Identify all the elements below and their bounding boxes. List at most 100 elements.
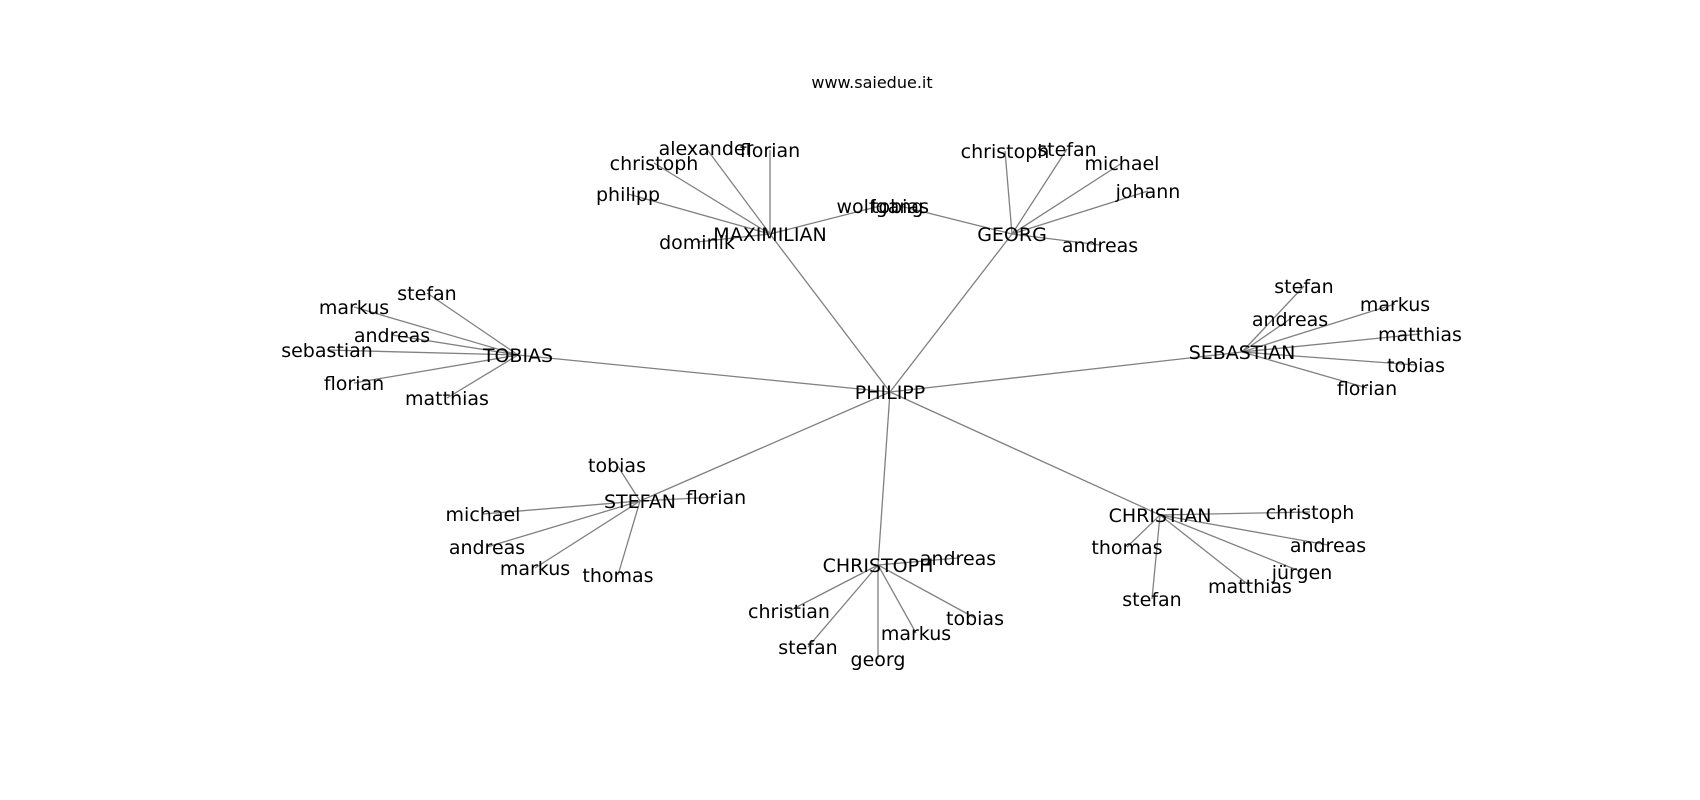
- edge-christian-to-matthias: [1159, 514, 1251, 587]
- leaf-node-label: dominik: [659, 232, 735, 254]
- leaf-node-label: andreas: [354, 325, 430, 347]
- edge-sebastian-to-stefan: [1241, 285, 1305, 353]
- edge-tobias-to-sebastian: [326, 349, 519, 356]
- edge-georg-to-tobias: [899, 205, 1013, 235]
- leaf-node-label: markus: [881, 623, 951, 645]
- edge-georg-to-christoph: [1004, 150, 1013, 235]
- labels-layer: PHILIPPMAXIMILIANflorianalexanderchristo…: [281, 138, 1462, 671]
- leaf-node-label: tobias: [871, 196, 929, 218]
- leaf-node-label: markus: [500, 558, 570, 580]
- leaf-node-label: michael: [446, 504, 521, 526]
- edge-maximilian-to-wolfgang: [769, 205, 881, 235]
- graph-title: www.saiedue.it: [811, 73, 932, 92]
- hub-node-label-maximilian: MAXIMILIAN: [713, 224, 826, 246]
- edge-tobias-to-florian: [353, 354, 519, 384]
- leaf-node-label: tobias: [588, 455, 646, 477]
- leaf-node-label: georg: [851, 649, 906, 671]
- leaf-node-label: florian: [686, 487, 746, 509]
- leaf-node-label: tobias: [1387, 355, 1445, 377]
- edge-stefan-to-tobias: [616, 464, 641, 502]
- hub-node-label-georg: GEORG: [977, 224, 1047, 246]
- edge-georg-to-michael: [1011, 162, 1123, 235]
- edge-root-to-tobias: [517, 354, 891, 393]
- edge-stefan-to-florian: [639, 496, 717, 502]
- leaf-node-label: markus: [1360, 294, 1430, 316]
- edge-maximilian-to-alexander: [705, 147, 771, 235]
- leaf-node-label: christoph: [1266, 502, 1355, 524]
- edge-sebastian-to-tobias: [1241, 351, 1417, 366]
- edge-maximilian-to-christoph: [653, 162, 771, 235]
- leaf-node-label: markus: [319, 297, 389, 319]
- leaf-node-label: thomas: [582, 565, 653, 587]
- hub-node-label-christoph: CHRISTOPH: [823, 555, 934, 577]
- edge-tobias-to-markus: [353, 306, 519, 356]
- edge-stefan-to-andreas: [486, 500, 641, 548]
- leaf-node-label: andreas: [1290, 535, 1366, 557]
- leaf-node-label: matthias: [405, 388, 489, 410]
- leaf-node-label: christoph: [961, 141, 1050, 163]
- leaf-node-label: philipp: [596, 184, 660, 206]
- edge-sebastian-to-andreas: [1241, 318, 1291, 353]
- leaf-node-label: andreas: [1252, 309, 1328, 331]
- leaf-node-label: florian: [1337, 378, 1397, 400]
- leaf-node-label: jürgen: [1271, 562, 1333, 584]
- leaf-node-label: stefan: [397, 283, 456, 305]
- edge-stefan-to-markus: [534, 500, 641, 569]
- edge-georg-to-stefan: [1011, 148, 1068, 235]
- edge-root-to-stefan: [639, 391, 891, 502]
- edge-christoph-to-tobias: [877, 564, 976, 619]
- edge-christian-to-stefan: [1151, 514, 1161, 600]
- hub-node-label-stefan: STEFAN: [604, 491, 676, 513]
- edge-tobias-to-stefan: [426, 292, 519, 356]
- edge-root-to-maximilian: [769, 233, 891, 393]
- hub-node-label-tobias: TOBIAS: [482, 345, 553, 367]
- leaf-node-label: johann: [1115, 181, 1181, 203]
- edge-tobias-to-andreas: [391, 334, 519, 356]
- leaf-node-label: michael: [1085, 153, 1160, 175]
- leaf-node-label: andreas: [1062, 235, 1138, 257]
- edge-sebastian-to-matthias: [1241, 333, 1421, 353]
- hub-node-label-christian: CHRISTIAN: [1109, 505, 1212, 527]
- edge-root-to-georg: [889, 233, 1013, 393]
- edge-georg-to-andreas: [1011, 233, 1101, 246]
- leaf-node-label: stefan: [1122, 589, 1181, 611]
- edges-layer: [326, 147, 1421, 659]
- leaf-node-label: florian: [324, 373, 384, 395]
- leaf-node-label: matthias: [1208, 576, 1292, 598]
- edge-root-to-christian: [889, 391, 1161, 516]
- edge-maximilian-to-dominik: [696, 233, 771, 243]
- leaf-node-label: matthias: [1378, 324, 1462, 346]
- leaf-node-label: wolfgang: [837, 196, 924, 218]
- leaf-node-label: tobias: [946, 608, 1004, 630]
- edge-christoph-to-stefan: [807, 564, 879, 648]
- leaf-node-label: christoph: [610, 153, 699, 175]
- hub-node-label-sebastian: SEBASTIAN: [1189, 342, 1296, 364]
- edge-christoph-to-markus: [877, 564, 917, 634]
- leaf-node-label: stefan: [1037, 139, 1096, 161]
- edge-georg-to-johann: [1011, 190, 1149, 235]
- leaf-node-label: christian: [748, 601, 830, 623]
- edge-root-to-sebastian: [889, 351, 1243, 393]
- edge-stefan-to-michael: [482, 500, 641, 515]
- edge-maximilian-to-philipp: [627, 193, 771, 235]
- edge-root-to-christoph: [877, 391, 891, 566]
- edge-christian-to-jürgen: [1159, 514, 1303, 573]
- leaf-node-label: florian: [740, 140, 800, 162]
- edge-sebastian-to-florian: [1241, 351, 1368, 389]
- edge-christian-to-andreas: [1159, 514, 1329, 546]
- edge-christian-to-thomas: [1126, 514, 1161, 548]
- edge-tobias-to-matthias: [446, 354, 519, 399]
- edge-stefan-to-thomas: [617, 500, 641, 576]
- edge-christoph-to-andreas: [877, 557, 959, 566]
- leaf-node-label: alexander: [659, 138, 754, 160]
- root-node-label: PHILIPP: [855, 382, 925, 404]
- leaf-node-label: stefan: [1274, 276, 1333, 298]
- leaf-node-label: andreas: [449, 537, 525, 559]
- edge-christoph-to-christian: [788, 564, 879, 612]
- leaf-node-label: sebastian: [281, 340, 373, 362]
- edge-christian-to-christoph: [1159, 511, 1311, 516]
- edge-sebastian-to-markus: [1241, 303, 1396, 353]
- leaf-node-label: thomas: [1091, 537, 1162, 559]
- leaf-node-label: stefan: [778, 637, 837, 659]
